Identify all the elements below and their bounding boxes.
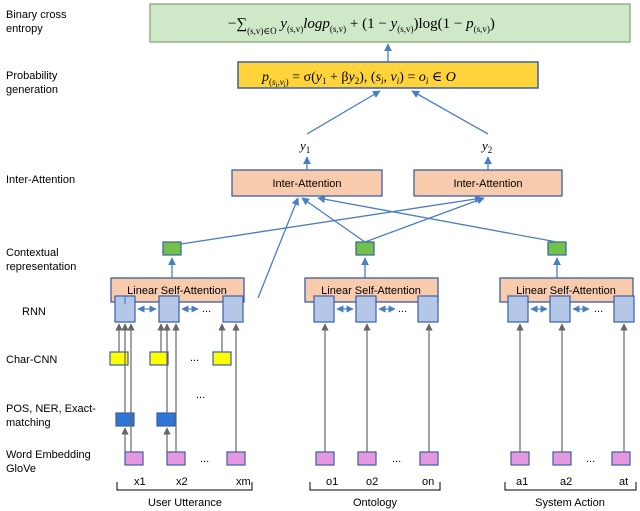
rnn-cell-utt-m: [222, 295, 244, 323]
rnn-cell-ont-2: [355, 295, 377, 323]
label-probability-2: generation: [6, 84, 58, 96]
embed-node-ont-1: [315, 451, 335, 466]
label-pos-ner-2: matching: [6, 417, 51, 429]
input-sys-t: at: [619, 476, 628, 488]
label-probability-1: Probability: [6, 70, 58, 82]
probability-formula-box: [237, 61, 539, 89]
loss-formula: −∑(s,v)∈O y(s,v)logp(s,v) + (1 − y(s,v))…: [228, 16, 495, 36]
embed-node-sys-1: [510, 451, 530, 466]
inter-attention-box-1: [231, 169, 383, 197]
rnn-ellipsis-sys: ...: [594, 303, 603, 315]
inter-attention-label-2: Inter-Attention: [453, 178, 522, 190]
arrow-context-ont-to-ia1: [301, 197, 366, 243]
rnn-cell-utt-2: [158, 295, 180, 323]
rnn-ellipsis-utt: ...: [202, 303, 211, 315]
arrow-y1-to-prob: [306, 90, 381, 135]
posner-node-2: [156, 412, 176, 427]
context-node-system: [547, 241, 567, 256]
lsa-label-utterance: Linear Self-Attention: [127, 285, 227, 297]
group-label-utterance: User Utterance: [148, 497, 222, 509]
rnn-cell-ont-n: [417, 295, 439, 323]
label-contextual-2: representation: [6, 261, 76, 273]
inter-attention-label-1: Inter-Attention: [272, 178, 341, 190]
rnn-cell-ont-1: [313, 295, 335, 323]
lsa-label-system: Linear Self-Attention: [516, 285, 616, 297]
embed-node-sys-2: [552, 451, 572, 466]
rnn-ellipsis-ont: ...: [398, 303, 407, 315]
embed-node-ont-2: [357, 451, 377, 466]
label-contextual-1: Contextual: [6, 247, 59, 259]
arrow-context-ont-to-ia2: [364, 196, 485, 243]
input-arrows: [115, 323, 628, 452]
embed-ellipsis-ont: ...: [392, 453, 401, 465]
embed-ellipsis-sys: ...: [586, 453, 595, 465]
group-label-ontology: Ontology: [353, 497, 398, 509]
label-word-embedding-1: Word Embedding: [6, 449, 91, 461]
label-rnn: RNN: [22, 306, 46, 318]
label-inter-attention: Inter-Attention: [6, 174, 75, 186]
loss-formula-box: [149, 3, 631, 43]
rnn-cell-sys-t: [613, 295, 635, 323]
output-y2: y2: [480, 138, 492, 155]
rnn-cell-sys-1: [507, 295, 529, 323]
lsa-label-ontology: Linear Self-Attention: [321, 285, 421, 297]
probability-formula: p(si,vi) = σ(y1 + βy2), (si, vi) = oi ∈ …: [261, 70, 456, 89]
charcnn-node-2: [149, 351, 169, 366]
charcnn-node-m: [212, 351, 232, 366]
context-node-utterance: [162, 241, 182, 256]
input-sys-1: a1: [516, 476, 528, 488]
embed-node-sys-t: [611, 451, 631, 466]
embed-node-utt-2: [166, 451, 186, 466]
embed-node-utt-m: [226, 451, 246, 466]
input-utt-1: x1: [134, 476, 146, 488]
embed-node-ont-n: [419, 451, 439, 466]
embed-ellipsis-utt: ...: [200, 453, 209, 465]
group-label-system: System Action: [535, 497, 605, 509]
input-ont-1: o1: [326, 476, 338, 488]
embed-node-utt-1: [124, 451, 144, 466]
input-sys-2: a2: [560, 476, 572, 488]
bracket-system: [504, 482, 637, 491]
context-node-ontology: [355, 241, 375, 256]
arrow-context-utt-to-ia2: [180, 195, 483, 245]
output-y1: y1: [298, 138, 310, 155]
label-binary-cross-entropy-2: entropy: [6, 23, 43, 35]
bracket-ontology: [309, 482, 441, 491]
input-utt-2: x2: [176, 476, 188, 488]
arrow-y2-to-prob: [411, 90, 489, 135]
rnn-cell-sys-2: [549, 295, 571, 323]
posner-ellipsis: ...: [196, 389, 205, 401]
label-binary-cross-entropy-1: Binary cross: [6, 9, 67, 21]
bracket-utterance: [116, 482, 253, 491]
input-utt-m: xm: [236, 476, 251, 488]
label-word-embedding-2: GloVe: [6, 463, 36, 475]
label-pos-ner-1: POS, NER, Exact-: [6, 403, 96, 415]
label-char-cnn: Char-CNN: [6, 354, 57, 366]
input-ont-n: on: [422, 476, 434, 488]
arrow-context-sys-to-ia1: [317, 195, 558, 243]
charcnn-ellipsis: ...: [190, 352, 199, 364]
arrow-rnn-to-ia1: [257, 197, 300, 299]
inter-attention-box-2: [413, 169, 563, 197]
input-ont-2: o2: [366, 476, 378, 488]
